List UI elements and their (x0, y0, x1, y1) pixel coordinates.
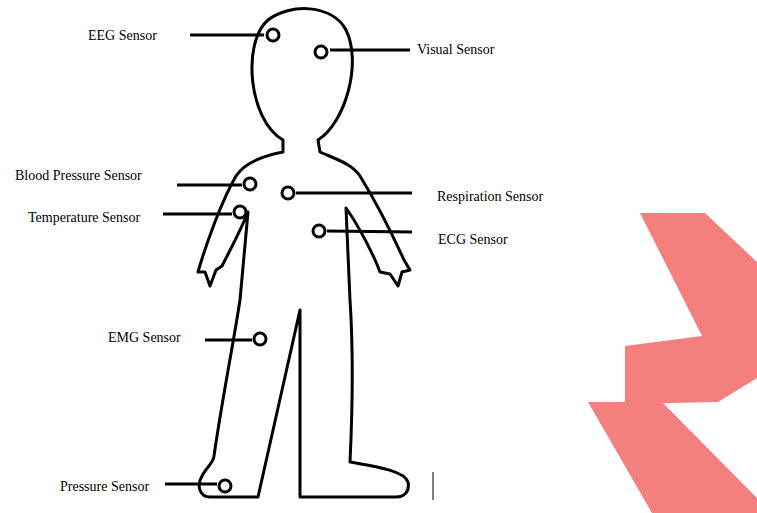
cursor-mark (433, 472, 434, 500)
sensor-dot (267, 29, 279, 41)
sensor-dot (254, 333, 266, 345)
leader-line (205, 339, 252, 342)
leader-line (327, 231, 412, 232)
sensor-label: Pressure Sensor (60, 479, 149, 495)
leader-line (177, 184, 242, 187)
sensor-dot (282, 187, 294, 199)
leader-line (165, 483, 217, 486)
leader-line (296, 192, 412, 195)
sensor-label: Blood Pressure Sensor (15, 168, 142, 184)
leader-line (330, 49, 410, 52)
sensor-label: EEG Sensor (88, 28, 157, 44)
sensor-dot (234, 206, 246, 218)
sensor-label: Respiration Sensor (437, 189, 543, 205)
watermark-shape (588, 402, 757, 513)
leader-line (190, 34, 264, 37)
sensor-dot (244, 178, 256, 190)
sensor-label: Visual Sensor (417, 42, 494, 58)
leader-line (163, 213, 232, 216)
sensor-label: ECG Sensor (438, 232, 508, 248)
sensor-dot (315, 46, 327, 58)
sensor-label: EMG Sensor (108, 330, 181, 346)
sensor-dot (219, 480, 231, 492)
sensor-dot (313, 225, 325, 237)
watermark-shape (625, 213, 757, 404)
sensor-label: Temperature Sensor (28, 210, 140, 226)
body-outline (198, 9, 410, 497)
